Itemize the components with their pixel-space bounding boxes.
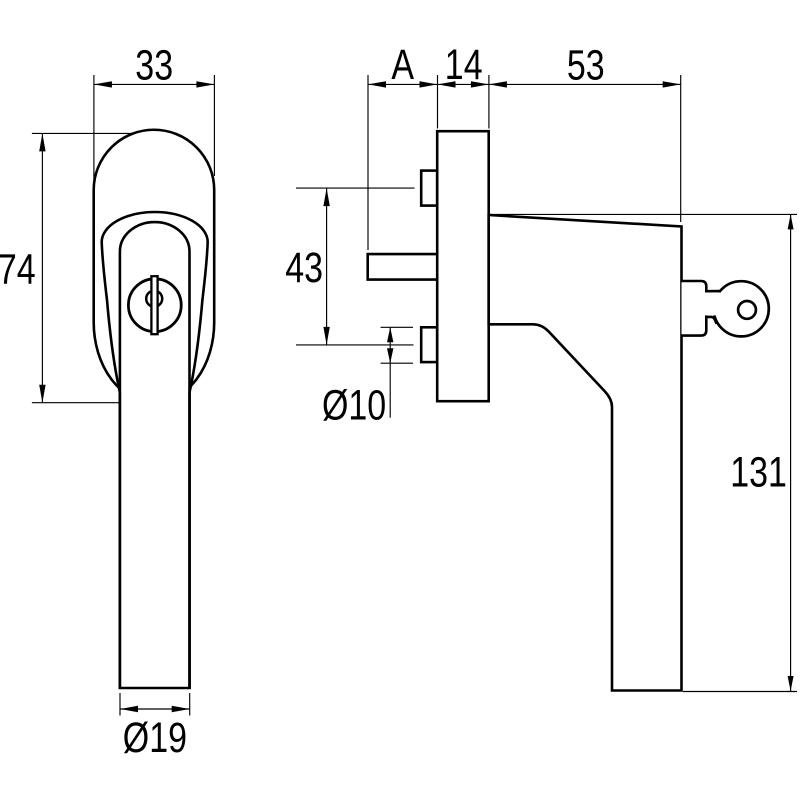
svg-text:A: A	[391, 41, 414, 89]
svg-text:43: 43	[285, 244, 323, 292]
svg-text:53: 53	[567, 42, 605, 90]
svg-text:14: 14	[445, 41, 483, 89]
svg-text:Ø10: Ø10	[322, 382, 386, 430]
svg-text:74: 74	[0, 246, 36, 294]
svg-text:33: 33	[135, 42, 173, 90]
svg-text:Ø19: Ø19	[123, 714, 187, 762]
svg-text:131: 131	[730, 449, 787, 497]
